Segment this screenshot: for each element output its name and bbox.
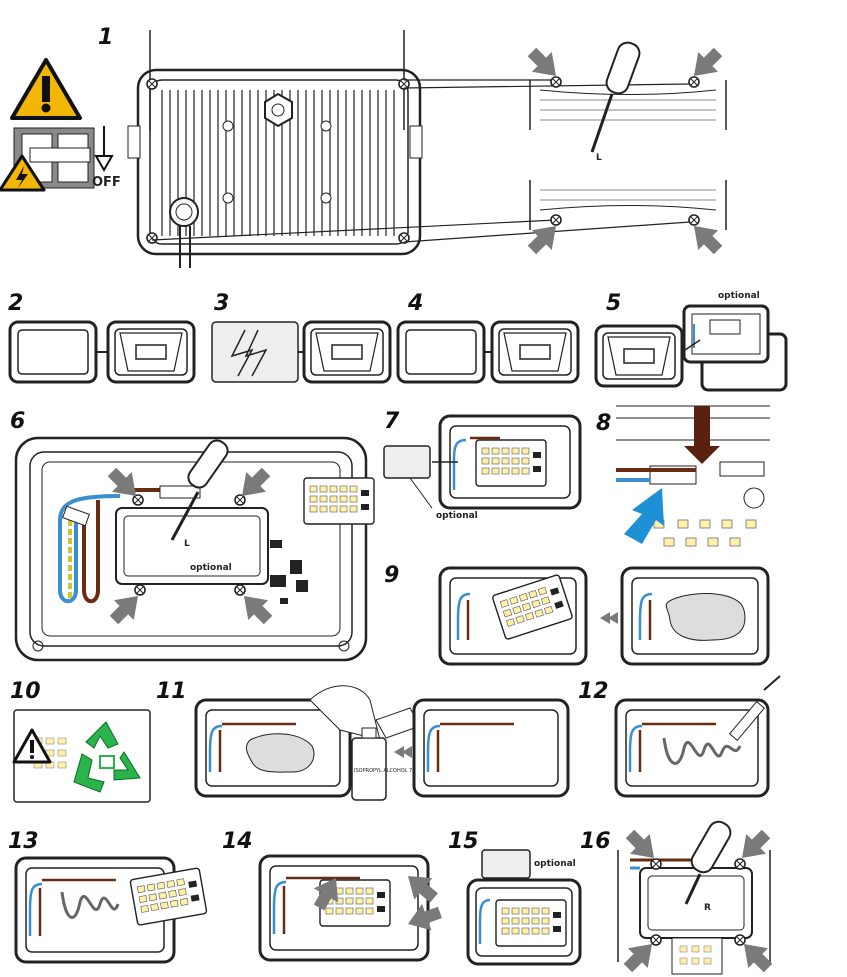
step-number: 15 bbox=[448, 829, 479, 854]
step-15-optional-cover: optional bbox=[466, 849, 582, 966]
step-3-glass-breakage bbox=[211, 320, 392, 384]
step-number: 10 bbox=[10, 679, 41, 704]
step-number: 11 bbox=[156, 679, 187, 704]
electric-hazard-icon bbox=[0, 154, 46, 192]
step-9-remove-board bbox=[438, 566, 770, 666]
step-number: 16 bbox=[580, 829, 611, 854]
step-number: 2 bbox=[8, 291, 23, 316]
screwdriver-icon bbox=[684, 820, 732, 905]
step-number: 7 bbox=[384, 409, 400, 434]
off-label: OFF bbox=[92, 175, 121, 190]
step-8-wire-detail bbox=[616, 405, 770, 547]
step-16-close-housing: R bbox=[617, 820, 771, 975]
screwdriver-icon bbox=[170, 439, 229, 541]
tissue-icon bbox=[309, 685, 421, 741]
syringe-icon bbox=[728, 675, 781, 742]
screwdriver-icon bbox=[590, 41, 641, 153]
step-number: 13 bbox=[8, 829, 39, 854]
optional-label: optional bbox=[436, 511, 478, 521]
rotation-label-r: R bbox=[704, 903, 711, 913]
step-number: 4 bbox=[407, 291, 423, 316]
bottle-label: ISOPROPYL ALCOHOL 70% bbox=[354, 768, 420, 774]
step-5-optional-module bbox=[594, 304, 788, 392]
step-number: 5 bbox=[606, 291, 621, 316]
step-12-apply-paste bbox=[614, 675, 781, 798]
step-number: 1 bbox=[98, 25, 113, 50]
step-number: 3 bbox=[214, 291, 229, 316]
step-11-clean: ISOPROPYL ALCOHOL 70% bbox=[194, 685, 570, 801]
warning-icon bbox=[10, 58, 82, 120]
step-number: 6 bbox=[10, 409, 25, 434]
rotation-label-l: L bbox=[596, 153, 602, 163]
step-7-optional-cover: optional bbox=[383, 414, 582, 521]
step-number: 14 bbox=[222, 829, 253, 854]
warning-icon bbox=[12, 728, 52, 764]
step-number: 8 bbox=[596, 411, 611, 436]
switch-off-icon bbox=[13, 126, 114, 189]
rotation-label-l: L bbox=[184, 539, 190, 549]
step-number: 9 bbox=[384, 563, 399, 588]
step-2-frame-removal bbox=[8, 320, 196, 384]
optional-label: optional bbox=[534, 859, 576, 869]
step-6-open-housing: L optional bbox=[14, 436, 375, 662]
lamp-back-housing bbox=[127, 30, 423, 268]
optional-label: optional bbox=[190, 563, 232, 573]
optional-label: optional bbox=[718, 291, 760, 301]
step-10-recycle bbox=[12, 709, 151, 803]
alcohol-bottle-icon: ISOPROPYL ALCOHOL 70% bbox=[351, 727, 420, 801]
step-14-screw-board bbox=[258, 854, 430, 962]
screw-detail: L bbox=[529, 41, 727, 230]
recycle-icon bbox=[73, 721, 141, 793]
step-13-refit-board bbox=[14, 856, 208, 964]
step-4-cover-removal bbox=[396, 320, 580, 384]
step-number: 12 bbox=[578, 679, 609, 704]
